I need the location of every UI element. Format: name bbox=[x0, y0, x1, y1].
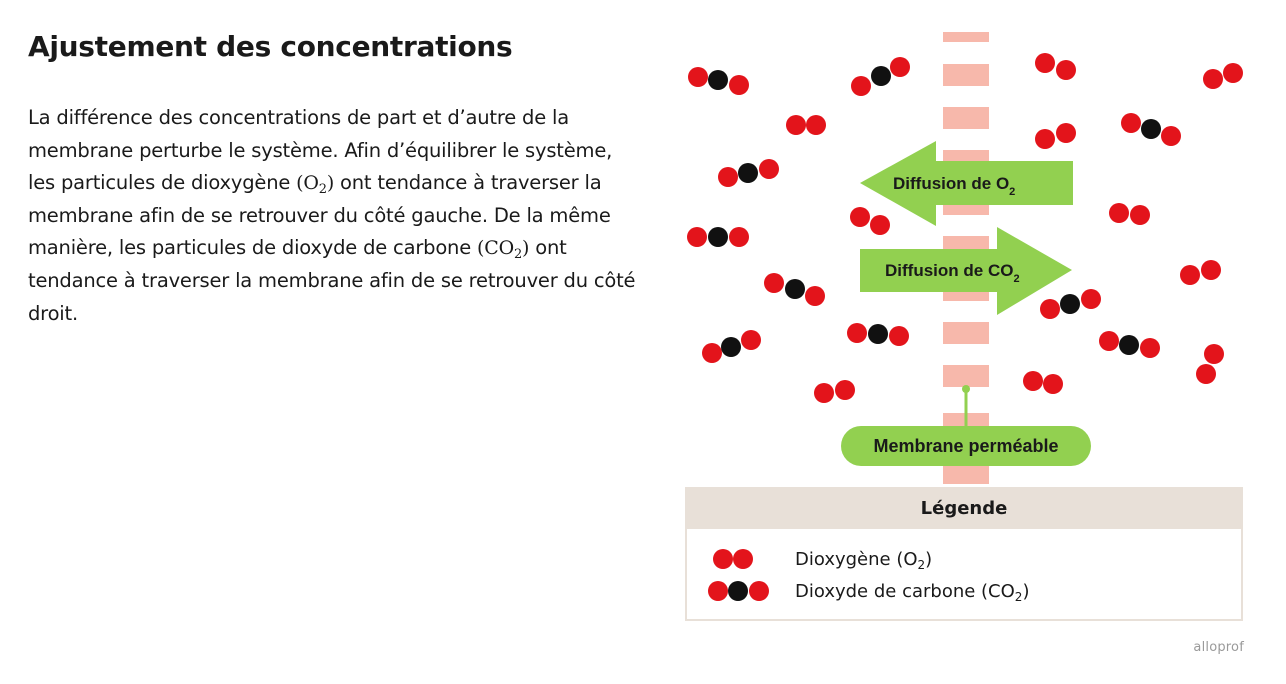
legend-label-o2: Dioxygène (O2) bbox=[795, 548, 933, 572]
membrane-label: Membrane perméable bbox=[873, 436, 1058, 456]
diffusion-diagram: Diffusion de O2 Diffusion de CO2 Membran… bbox=[687, 32, 1243, 484]
co2-molecule bbox=[1099, 331, 1160, 358]
o2-molecule bbox=[1180, 260, 1221, 285]
arrow-o2-diffusion: Diffusion de O2 bbox=[860, 141, 1073, 226]
co2-molecule bbox=[718, 159, 779, 187]
membrane-callout: Membrane perméable bbox=[841, 385, 1091, 466]
co2-molecule bbox=[764, 273, 825, 306]
co2-molecule bbox=[1040, 289, 1101, 319]
brand-logo: alloprof bbox=[1193, 640, 1244, 655]
legend-item-o2: Dioxygène (O2) bbox=[707, 544, 932, 574]
o2-molecule bbox=[786, 115, 826, 135]
formula-co2: (CO2) bbox=[477, 237, 530, 263]
o2-molecule bbox=[1203, 63, 1243, 89]
co2-molecule bbox=[847, 323, 909, 346]
legend-title: Légende bbox=[687, 489, 1241, 529]
legend-item-co2: Dioxyde de carbone (CO2) bbox=[707, 576, 1029, 606]
arrow-o2-label: Diffusion de O2 bbox=[893, 174, 1015, 198]
o2-molecule bbox=[1035, 123, 1076, 149]
page-title: Ajustement des concentrations bbox=[28, 30, 513, 63]
paragraph-text-3: ont tendance à traverser la membrane afi… bbox=[28, 236, 636, 325]
o2-symbol bbox=[707, 544, 795, 574]
o2-molecule bbox=[1109, 203, 1150, 225]
co2-molecule bbox=[688, 67, 749, 95]
arrow-co2-diffusion: Diffusion de CO2 bbox=[860, 227, 1072, 315]
paragraph-text-1: La différence des concentrations de part… bbox=[28, 106, 613, 195]
o2-molecule bbox=[1023, 371, 1063, 394]
co2-molecule bbox=[851, 57, 910, 96]
co2-symbol bbox=[707, 576, 795, 606]
co2-molecules bbox=[687, 57, 1181, 363]
co2-molecule bbox=[702, 330, 761, 363]
formula-o2: (O2) bbox=[296, 172, 335, 198]
o2-molecule bbox=[850, 207, 890, 235]
co2-molecule bbox=[687, 227, 749, 247]
o2-molecule bbox=[1035, 53, 1076, 80]
o2-molecule bbox=[814, 380, 855, 403]
o2-molecule bbox=[1196, 344, 1224, 384]
co2-molecule bbox=[1121, 113, 1181, 146]
paragraph-text-2: ont tendance à traverser la membrane afi… bbox=[28, 171, 611, 260]
explanation-paragraph: La différence des concentrations de part… bbox=[28, 102, 638, 330]
legend-label-co2: Dioxyde de carbone (CO2) bbox=[795, 580, 1030, 604]
o2-molecules bbox=[786, 53, 1243, 403]
legend: Légende Dioxygène (O2) Dioxyde de carbon… bbox=[685, 487, 1243, 621]
arrow-co2-label: Diffusion de CO2 bbox=[885, 261, 1020, 285]
